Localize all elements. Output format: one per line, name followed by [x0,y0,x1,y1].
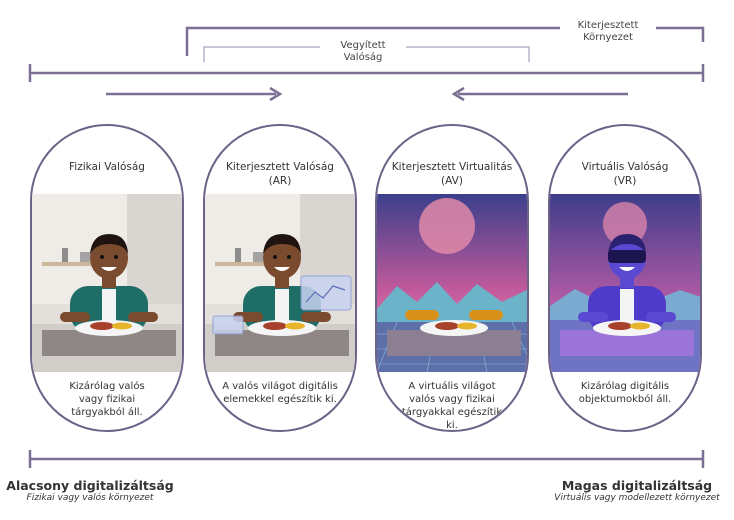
card-description: Kizárólag digitális objektumokból áll. [560,380,690,406]
reality-card-ar: Kiterjesztett Valóság (AR) A valós világo… [203,124,357,432]
card-title-line: Virtuális Valóság [581,161,669,173]
card-title-line: (AV) [441,175,463,187]
label-line: Valóság [343,52,383,63]
reality-card-vr: Virtuális Valóság (VR) Kizárólag digitáli… [548,124,702,432]
reality-card-av: Kiterjesztett Virtualitás (AV) A virtuáli… [375,124,529,432]
card-description-line: Kizárólag valós [69,381,145,392]
card-description-line: A valós világot digitális [222,381,338,392]
card-description-line: ki. [446,420,458,431]
card-title: Kiterjesztett Virtualitás (AV) [385,160,519,188]
low-digitalization-subtitle: Fizikai vagy valós környezet [26,493,154,503]
label-line: Kiterjesztett [577,20,639,31]
label-line: Vegyített [340,40,386,51]
card-description-line: tárgyakból áll. [71,407,143,418]
card-title-line: Kiterjesztett Valóság [226,161,334,173]
card-title: Fizikai Valóság [40,160,174,174]
mixed-reality-label: Vegyített Valóság [320,40,406,64]
card-description-line: vagy fizikai [78,394,136,405]
card-description-line: objektumokból áll. [578,394,672,405]
reality-card-physical: Fizikai Valóság Kizárólag valós vagy fizi… [30,124,184,432]
card-illustration [205,194,355,372]
card-description-line: A virtuális világot [408,381,496,392]
low-digitalization-label: Alacsony digitalizáltság Fizikai vagy va… [0,478,180,503]
card-title-line: (AR) [268,175,292,187]
card-title-line: Kiterjesztett Virtualitás [391,161,513,173]
card-description: Kizárólag valós vagy fizikai tárgyakból ál… [42,380,172,419]
digitalization-axis [28,450,705,468]
card-illustration [550,194,700,372]
label-line: Környezet [583,32,633,43]
card-description: A virtuális világot valós vagy fizikai tár… [387,380,517,431]
arrow-right-icon [106,86,283,102]
card-illustration [377,194,527,373]
card-description-line: Kizárólag digitális [580,381,670,392]
spectrum-brackets [28,26,705,82]
high-digitalization-subtitle: Virtuális vagy modellezett környezet [554,493,720,503]
card-illustration [32,194,182,372]
card-description: A valós világot digitális elemekkel egész… [215,380,345,406]
card-title: Virtuális Valóság (VR) [558,160,692,188]
card-title-line: Fizikai Valóság [69,161,145,173]
extended-environment-label: Kiterjesztett Környezet [560,20,656,44]
card-title: Kiterjesztett Valóság (AR) [213,160,347,188]
arrow-left-icon [451,86,628,102]
card-description-line: tárgyakkal egészítik [401,407,503,418]
high-digitalization-label: Magas digitalizáltság Virtuális vagy mod… [540,478,734,503]
card-description-line: valós vagy fizikai [409,394,495,405]
card-title-line: (VR) [613,175,637,187]
low-digitalization-title: Alacsony digitalizáltság [6,478,174,493]
high-digitalization-title: Magas digitalizáltság [561,478,713,493]
card-description-line: elemekkel egészítik ki. [223,394,337,405]
